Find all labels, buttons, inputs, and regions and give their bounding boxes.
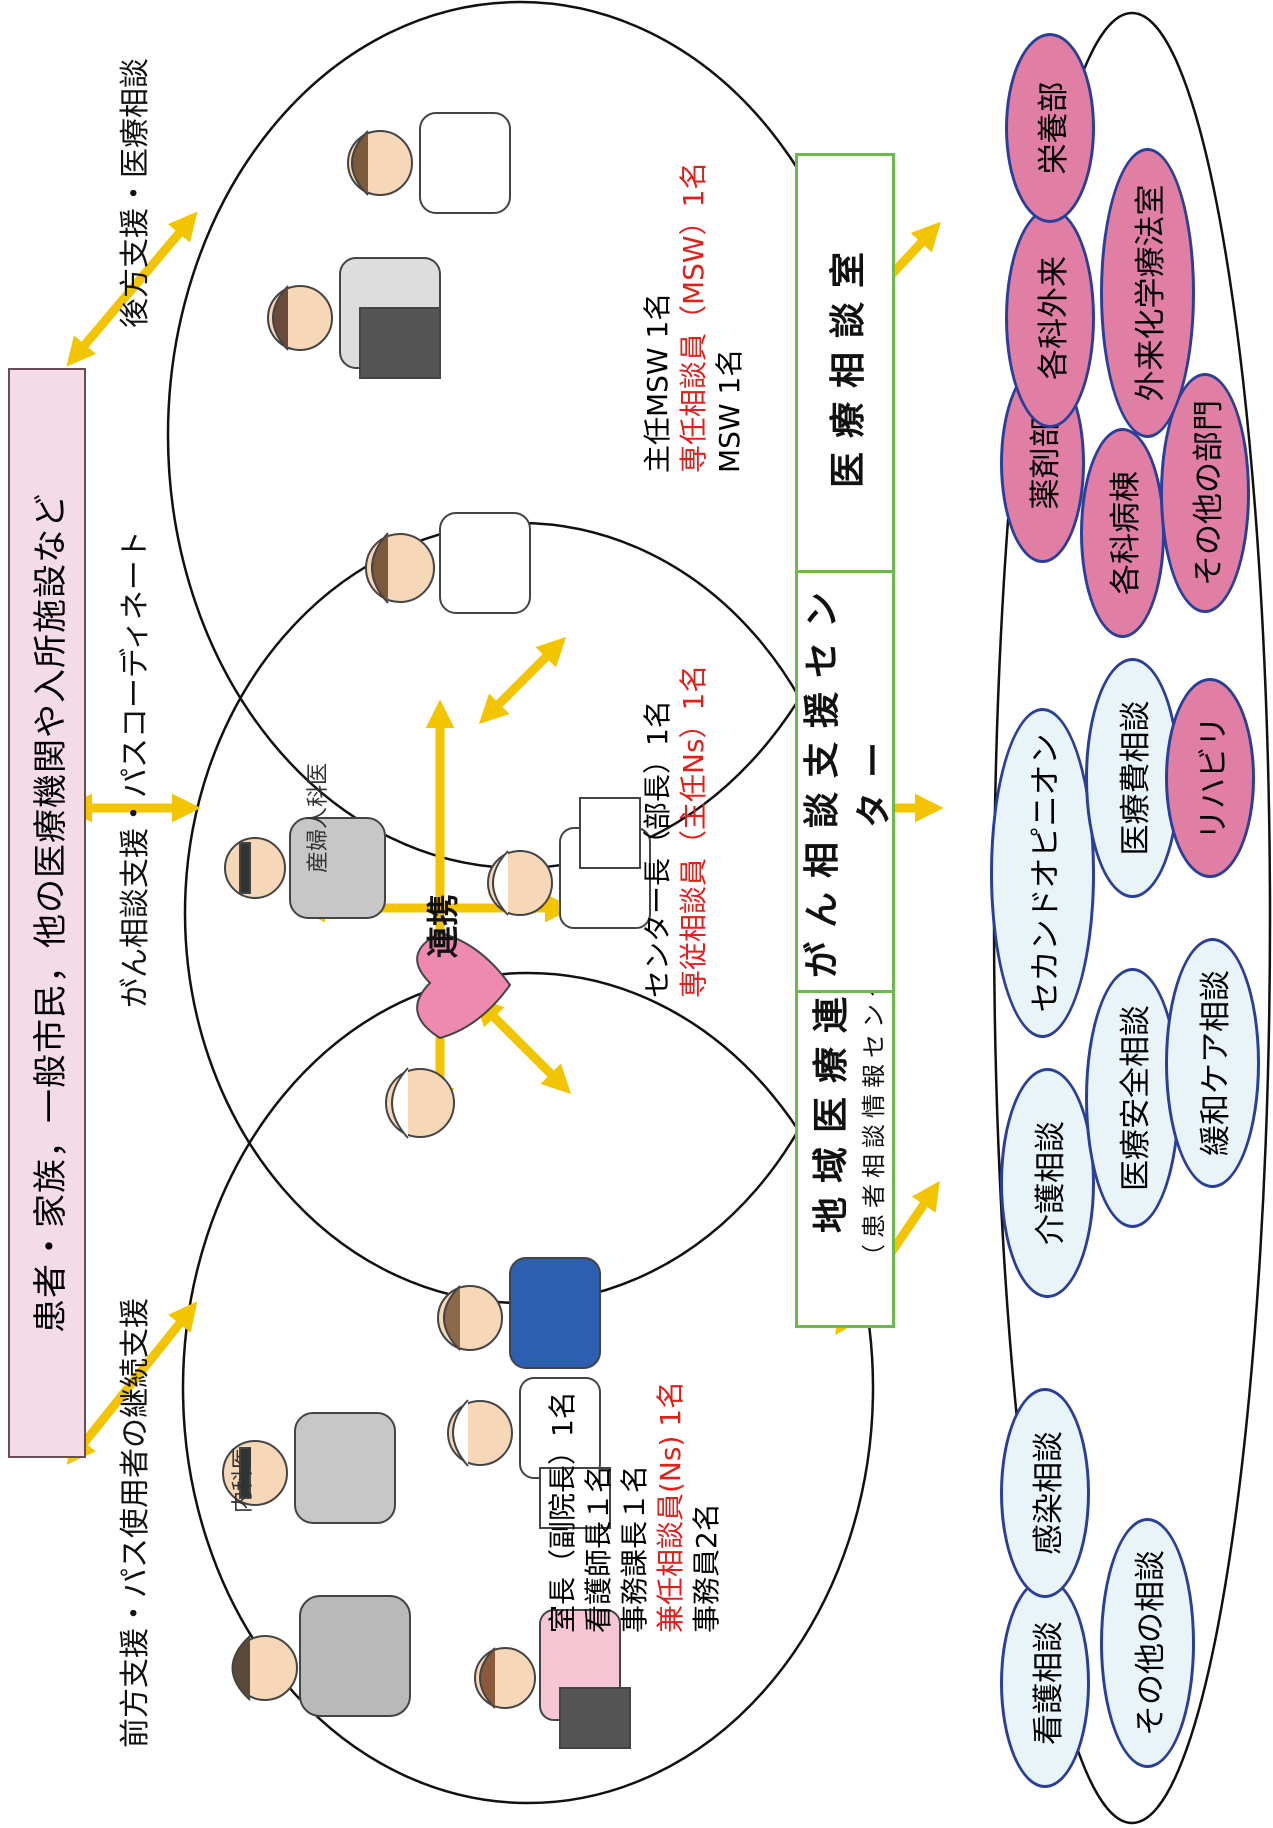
pill-rehabili: リハビリ [1165, 678, 1255, 878]
patients-box: 患者・家族，一般市民，他の医療機関や入所施設など [8, 368, 86, 1458]
staff-list-gan: センター長（部長）1名 専従相談員（主任Ns）1名 [640, 665, 712, 998]
gan-title: がん相談支援センター [802, 578, 895, 979]
pill-kaigo: 介護相談 [1000, 1068, 1095, 1298]
nurse-heart-icon [385, 931, 512, 1139]
label-zenpo: 前方支援・パス使用者の継続支援 [118, 1298, 153, 1748]
naika-doctor-icon [222, 1412, 396, 1524]
pill-eiyo: 栄養部 [1005, 33, 1095, 223]
gan-center-box: がん相談支援センター [795, 563, 895, 993]
label-renkei: 連携 [424, 893, 462, 958]
label-naika: 内科医 [231, 1446, 256, 1513]
pill-kango: 看護相談 [1000, 1578, 1090, 1788]
arrow-left-top [66, 1301, 198, 1465]
pill-second-opinion: セカンドオピニオン [990, 708, 1095, 1038]
staff-item: 専従相談員（主任Ns）1名 [677, 664, 710, 998]
label-sanfujinka: 産婦人科医 [306, 762, 331, 873]
arrow-left-diag [473, 996, 572, 1095]
msw-laptop-icon [267, 257, 441, 379]
pill-kakka-gairai: 各科外来 [1005, 208, 1095, 428]
staff-item: 看護師長１名 [582, 1464, 615, 1633]
staff-item: 事務員2名 [690, 1503, 723, 1633]
pill-kakka-byoto: 各科病棟 [1080, 428, 1165, 638]
staff-list-chiiki: 室長（副院長）1名 看護師長１名 事務課長１名 兼任相談員(Ns) 1名 事務員… [545, 1381, 725, 1633]
iryo-title: 医療相談室 [828, 238, 869, 489]
doctor-left-icon [231, 1595, 411, 1717]
pill-gairai-kagaku: 外来化学療法室 [1100, 148, 1195, 438]
staff-item: センター長（部長）1名 [641, 700, 674, 998]
pill-kanwa: 緩和ケア相談 [1165, 938, 1260, 1188]
label-kouhou: 後方支援・医療相談 [118, 58, 153, 328]
pill-iryo-anzen: 医療安全相談 [1085, 968, 1180, 1228]
circle-iryo [166, 0, 874, 870]
nurse-paper-icon [447, 1377, 611, 1529]
staff-item: 室長（副院長）1名 [546, 1391, 579, 1633]
nurse-laptop-icon [474, 1609, 631, 1749]
staff-item: 主任MSW 1名 [641, 292, 674, 473]
nurse-center-icon [487, 797, 651, 929]
staff-item: MSW 1名 [713, 348, 746, 473]
arrow-right-top [66, 211, 198, 367]
iryo-sodan-box: 医療相談室 [795, 153, 895, 573]
arrow-right-diag [478, 636, 567, 725]
person-figures [222, 112, 651, 1749]
pill-sonota-sodan: その他の相談 [1100, 1518, 1195, 1768]
msw-female-icon [347, 112, 511, 214]
label-gan-shien: がん相談支援・パスコーディネート [118, 530, 153, 1008]
nurse-right-top-icon [365, 512, 531, 614]
staff-list-iryo: 主任MSW 1名 専任相談員（MSW）1名 MSW 1名 [640, 162, 748, 473]
staff-item: 兼任相談員(Ns) 1名 [654, 1380, 687, 1633]
sanfujinka-doctor-icon [224, 817, 386, 919]
pill-kansen: 感染相談 [1000, 1388, 1090, 1598]
staff-item: 事務課長１名 [618, 1464, 651, 1633]
staff-item: 専任相談員（MSW）1名 [677, 161, 710, 473]
clerk-phone-icon [437, 1257, 601, 1369]
